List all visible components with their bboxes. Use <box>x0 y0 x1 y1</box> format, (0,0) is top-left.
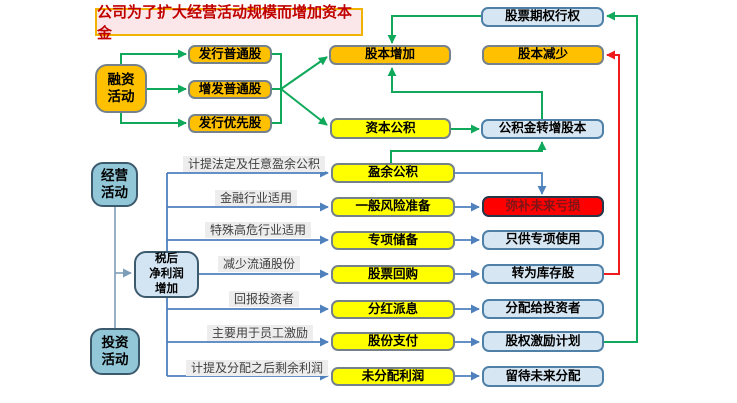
arrow-issues-to-capital-increase <box>280 56 328 90</box>
label-employee-incentive: 主要用于员工激励 <box>207 325 314 342</box>
node-special-use-only: 只供专项使用 <box>482 230 604 250</box>
node-share-payment: 股份支付 <box>331 332 455 351</box>
node-share-buyback: 股票回购 <box>331 265 455 284</box>
arrow-treasury-to-capital-decrease <box>604 50 620 275</box>
arrow-surplus-to-reserve2capital <box>390 141 547 163</box>
arrow-financing-to-issue-preferred <box>120 113 187 128</box>
arrow-option-to-capital-increase <box>387 15 481 44</box>
node-distribute-to-investors: 分配给投资者 <box>482 299 604 319</box>
node-financing-activity: 融资 活动 <box>95 64 147 113</box>
node-surplus-reserve: 盈余公积 <box>331 163 455 183</box>
node-general-risk-reserve: 一般风险准备 <box>331 197 455 217</box>
node-investing-activity: 投资 活动 <box>90 328 140 375</box>
label-high-risk-industry: 特殊高危行业适用 <box>205 222 312 239</box>
node-equity-incentive-plan: 股权激励计划 <box>482 331 604 352</box>
label-remaining-profit: 计提及分配之后剩余利润 <box>186 360 329 377</box>
arrow-incentive-to-option-exercise <box>604 11 638 343</box>
node-undistributed-profit: 未分配利润 <box>331 367 455 386</box>
node-stock-option-exercise: 股票期权行权 <box>481 7 604 27</box>
node-future-distribution: 留待未来分配 <box>482 366 604 387</box>
label-reduce-circulating-shares: 减少流通股份 <box>218 256 301 273</box>
node-capital-increase: 股本增加 <box>329 45 451 65</box>
node-dividend-payout: 分红派息 <box>331 300 455 319</box>
node-cover-future-losses: 弥补未来亏损 <box>482 196 604 217</box>
label-financial-industry: 金融行业适用 <box>215 190 298 207</box>
arrow-reserve2capital-to-capital-increase <box>387 67 543 119</box>
node-treasury-stock: 转为库存股 <box>482 264 604 284</box>
arrow-issues-to-capital-reserve <box>280 88 328 126</box>
node-special-reserve: 专项储备 <box>331 231 455 250</box>
node-reserve-to-capital: 公积金转增股本 <box>481 119 604 139</box>
node-issue-common-stock: 发行普通股 <box>188 45 272 64</box>
node-net-profit-increase: 税后 净利润 增加 <box>134 251 199 298</box>
node-operating-activity: 经营 活动 <box>91 162 138 207</box>
node-issue-preferred-stock: 发行优先股 <box>188 114 272 133</box>
node-capital-reserve: 资本公积 <box>330 118 451 139</box>
diagram-title: 公司为了扩大经营活动规模而增加资本金 <box>95 4 363 42</box>
arrow-surplus-to-cover-losses <box>455 172 547 195</box>
node-capital-decrease: 股本减少 <box>482 45 604 65</box>
arrow-financing-to-issue-common <box>120 49 187 64</box>
node-issue-additional-stock: 增发普通股 <box>188 80 272 99</box>
label-accrue-surplus-reserves: 计提法定及任意盈余公积 <box>183 156 326 173</box>
label-reward-investors: 回报投资者 <box>229 291 300 308</box>
